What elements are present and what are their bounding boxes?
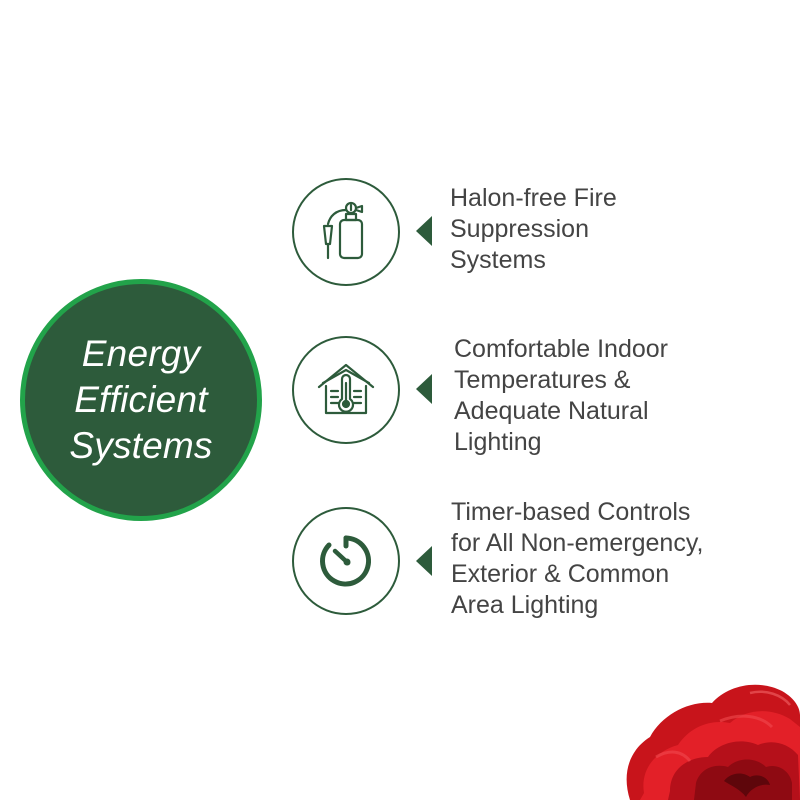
feature-line: Timer-based Controls	[451, 498, 691, 526]
hero-title-line-2: Efficient	[74, 379, 208, 420]
hero-title-line-3: Systems	[69, 425, 213, 466]
feature-line: Lighting	[454, 428, 542, 456]
red-rose-icon	[626, 684, 800, 800]
feature-line: Systems	[450, 246, 546, 274]
feature-text-fire: Halon-free Fire Suppression Systems	[450, 183, 617, 276]
feature-pointer-temperature	[416, 374, 432, 404]
timer-icon	[320, 535, 372, 587]
hero-circle: Energy Efficient Systems	[20, 279, 262, 521]
fire-extinguisher-icon	[322, 201, 364, 260]
house-thermometer-icon	[317, 363, 375, 415]
feature-line: Halon-free Fire	[450, 184, 617, 212]
feature-line: Suppression	[450, 215, 589, 243]
feature-pointer-timer	[416, 546, 432, 576]
feature-icon-circle-fire	[292, 178, 400, 286]
feature-line: for All Non-emergency,	[451, 529, 704, 557]
feature-line: Area Lighting	[451, 591, 599, 619]
feature-icon-circle-temperature	[292, 336, 400, 444]
feature-pointer-fire	[416, 216, 432, 246]
hero-title-line-1: Energy	[81, 333, 201, 374]
feature-text-temperature: Comfortable Indoor Temperatures & Adequa…	[454, 334, 668, 458]
feature-line: Temperatures &	[454, 366, 631, 394]
feature-line: Exterior & Common	[451, 560, 670, 588]
feature-text-timer: Timer-based Controls for All Non-emergen…	[451, 497, 703, 621]
feature-line: Comfortable Indoor	[454, 335, 669, 363]
feature-icon-circle-timer	[292, 507, 400, 615]
feature-line: Adequate Natural	[454, 397, 649, 425]
